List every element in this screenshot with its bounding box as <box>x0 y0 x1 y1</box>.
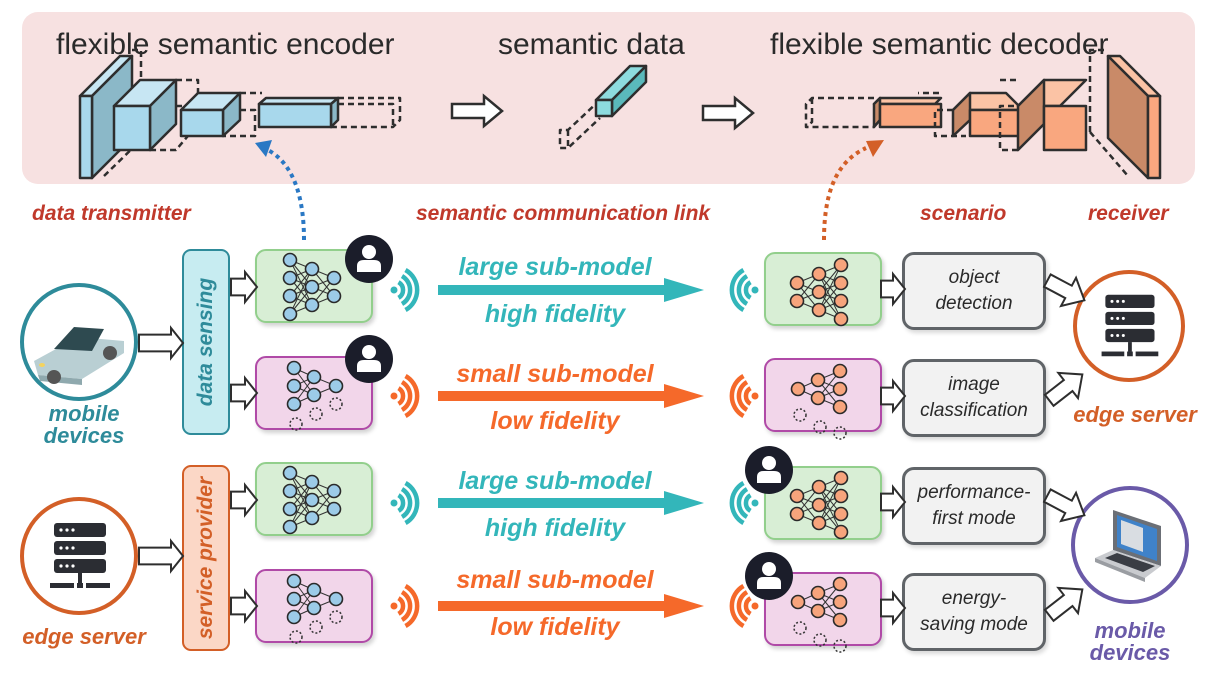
scenario-energy-saving[interactable]: energy- saving mode <box>902 573 1046 651</box>
link-4-top: small sub-model <box>456 566 654 594</box>
wifi-transmit-icon <box>390 584 420 628</box>
tx-small-submodel[interactable] <box>255 569 373 643</box>
scenario-label: image classification <box>920 374 1028 421</box>
to-submodel-arrow <box>230 482 259 518</box>
scenario-object-detection[interactable]: object detection <box>902 252 1046 330</box>
wifi-transmit-icon <box>390 481 420 525</box>
laptop-icon <box>1095 510 1161 582</box>
wifi-receive-icon <box>729 268 759 312</box>
scenario-label: energy- saving mode <box>920 588 1028 635</box>
scenario-label: performance- first mode <box>917 482 1031 529</box>
section-transmitter: data transmitter <box>32 202 191 225</box>
link-arrow-shaft <box>438 601 666 611</box>
server-icon <box>1101 294 1159 357</box>
mobile-device-source <box>20 283 138 401</box>
tx-large-submodel[interactable] <box>255 462 373 536</box>
to-submodel-arrow <box>230 588 259 624</box>
server-to-provider-arrow <box>138 538 185 574</box>
link-arrow-shaft <box>438 285 666 295</box>
link-1-top: large sub-model <box>458 253 652 281</box>
user-avatar-icon <box>745 446 793 494</box>
data-sensing-box: data sensing <box>182 249 230 435</box>
scenario-image-classification[interactable]: image classification <box>902 359 1046 437</box>
to-submodel-arrow <box>230 269 259 305</box>
encoder-title: flexible semantic encoder <box>56 28 395 61</box>
scenario-label: object detection <box>935 267 1013 314</box>
service-provider-box: service provider <box>182 465 230 651</box>
mobile-device-receiver <box>1071 486 1189 604</box>
rx-large-submodel[interactable] <box>764 252 882 326</box>
link-arrow-shaft <box>438 391 666 401</box>
to-submodel-arrow <box>230 375 259 411</box>
edge-server-label: edge server <box>22 624 146 649</box>
link-4-bottom: low fidelity <box>490 613 620 641</box>
scenario-performance-first[interactable]: performance- first mode <box>902 467 1046 545</box>
edge-server-receiver <box>1073 270 1185 382</box>
link-2-bottom: low fidelity <box>490 407 620 435</box>
user-avatar-icon <box>745 552 793 600</box>
section-receiver: receiver <box>1088 202 1169 225</box>
mobile-devices-receiver-label: mobile devices <box>1089 618 1171 665</box>
rx-small-submodel[interactable] <box>764 358 882 432</box>
link-1-bottom: high fidelity <box>484 300 626 328</box>
user-avatar-icon <box>345 335 393 383</box>
section-link: semantic communication link <box>416 202 711 225</box>
device-to-sensing-arrow <box>138 325 185 361</box>
link-3-bottom: high fidelity <box>484 514 626 542</box>
car-icon <box>34 327 124 385</box>
mobile-devices-label: mobile devices <box>43 401 125 448</box>
user-avatar-icon <box>345 235 393 283</box>
semantic-data-title: semantic data <box>498 28 685 61</box>
link-arrow-shaft <box>438 498 666 508</box>
edge-server-receiver-label: edge server <box>1073 402 1197 427</box>
semantic-model-panel: flexible semantic encoder semantic data … <box>22 12 1195 184</box>
server-icon <box>50 523 110 588</box>
wifi-transmit-icon <box>390 374 420 418</box>
section-scenario: scenario <box>920 202 1007 225</box>
decoder-title: flexible semantic decoder <box>770 28 1109 61</box>
data-sensing-label: data sensing <box>194 277 217 407</box>
wifi-transmit-icon <box>390 268 420 312</box>
link-3-top: large sub-model <box>458 467 652 495</box>
wifi-receive-icon <box>729 374 759 418</box>
edge-server-source <box>20 497 138 615</box>
service-provider-label: service provider <box>194 476 217 640</box>
link-2-top: small sub-model <box>456 360 654 388</box>
